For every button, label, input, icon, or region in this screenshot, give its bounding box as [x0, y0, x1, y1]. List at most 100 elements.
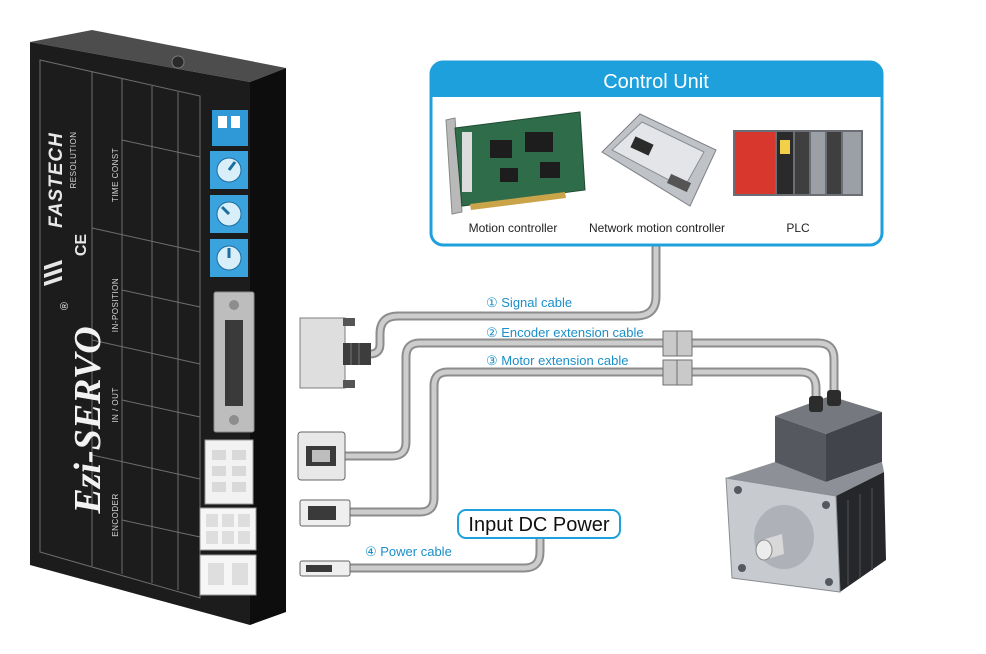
power-port-pin: [232, 563, 248, 585]
panel-label-encoder: ENCODER: [111, 493, 120, 537]
rotary-switch: [210, 151, 248, 189]
motor-cable: [347, 369, 668, 515]
power-cable: [347, 535, 543, 571]
servo-motor-icon: [725, 390, 886, 593]
flange-bolt-hole: [825, 578, 833, 586]
dip-switch-lever: [218, 116, 227, 128]
driver-top-screw: [171, 55, 185, 69]
plc-rack-icon: [733, 130, 863, 196]
ce-mark: CE: [73, 234, 90, 257]
motor-plug-insert: [308, 506, 336, 520]
motion-controller-board-icon: [445, 111, 586, 215]
driver-top-face: [30, 30, 286, 82]
flange-bolt-hole: [738, 564, 746, 572]
motor-port-pin: [206, 531, 218, 544]
plc-io-module: [827, 132, 841, 194]
power-cable-label: ④ Power cable: [365, 544, 452, 559]
logo-slash: [44, 260, 62, 270]
motor-body-top: [726, 462, 884, 496]
rotary-switch-pointer: [220, 205, 231, 216]
power-source-frame: [457, 509, 621, 539]
signal-cable-plug: [299, 317, 371, 389]
signal-port: [213, 291, 255, 433]
driver-label-panel: [39, 59, 201, 599]
signal-port-socket: [225, 320, 243, 406]
motor-port-pin: [222, 531, 234, 544]
panel-row-line: [121, 289, 201, 308]
network-motion-controller-label: Network motion controller: [589, 221, 725, 235]
encoder-housing-side: [826, 412, 882, 482]
plc-led-panel: [780, 140, 790, 154]
driver-front-face: [30, 42, 250, 625]
nmc-chip: [630, 136, 654, 156]
board-chip: [540, 162, 560, 178]
panel-border: [39, 59, 201, 599]
encoder-cable-motor-side: [689, 340, 837, 403]
network-motion-controller-icon: [601, 113, 717, 207]
motor-cable-motor-side: [689, 369, 819, 407]
motor-cable-motor-side-outline: [687, 367, 821, 409]
motor-cable-label: ③ Motor extension cable: [486, 353, 628, 368]
dip-switch-body: [212, 110, 248, 146]
panel-label-in-position: IN-POSITION: [111, 278, 120, 332]
encoder-cable-label: ② Encoder extension cable: [486, 325, 644, 340]
flange-bolt-hole: [822, 501, 830, 509]
signal-plug-hood: [299, 317, 346, 389]
motor-port: [199, 507, 257, 551]
extension-joints: [662, 330, 693, 386]
logo-slash: [44, 268, 62, 278]
plc-power-module: [735, 132, 775, 194]
motor-cable-plug: [299, 499, 351, 527]
panel-label-in-out: IN / OUT: [111, 387, 120, 423]
signal-cable-label: ① Signal cable: [486, 295, 572, 310]
cable-gland: [809, 396, 823, 412]
motor-port-pin: [222, 514, 234, 527]
panel-row-line: [91, 454, 201, 480]
panel-row-line: [121, 139, 201, 158]
encoder-port-pin: [212, 466, 226, 476]
encoder-housing-front: [775, 416, 826, 482]
motor-port-pin: [238, 514, 250, 527]
panel-row-line: [91, 339, 201, 365]
dip-switch: [212, 110, 248, 146]
fastech-logo-icon: [44, 260, 62, 286]
encoder-port-pin: [232, 466, 246, 476]
cables: [340, 241, 839, 573]
power-port-pin: [208, 563, 224, 585]
power-source-label: Input DC Power: [468, 514, 610, 536]
encoder-port-pin: [232, 450, 246, 460]
rotary-switch: [210, 239, 248, 277]
motor-cable-outline: [345, 367, 670, 517]
power-source-box: Input DC Power: [457, 509, 621, 539]
flange-bolt-hole: [734, 486, 742, 494]
encoder-housing-top: [775, 396, 882, 434]
servo-driver: FASTECH CE Ezi-SERVO ® RESOLUTION TIME C…: [30, 30, 286, 625]
power-port: [199, 554, 257, 596]
board-bracket: [445, 117, 463, 215]
signal-plug-boot: [343, 343, 371, 365]
nmc-port: [666, 173, 692, 193]
plc-io-module: [811, 132, 825, 194]
board-chip: [490, 140, 512, 158]
dip-switch-lever: [231, 116, 240, 128]
board-header: [462, 132, 472, 192]
panel-label-time-const: TIME CONST: [111, 148, 120, 202]
signal-plug-screw: [343, 318, 355, 326]
driver-brand: FASTECH: [46, 132, 67, 228]
control-unit-panel: Control Unit Motion controller Network m…: [429, 60, 884, 247]
cable-gland: [827, 390, 841, 406]
board-pcb: [454, 111, 586, 207]
signal-port-screw: [229, 415, 239, 425]
board-chip: [500, 168, 518, 182]
encoder-port: [204, 439, 254, 505]
logo-slash: [44, 276, 62, 286]
motor-shaft-end: [755, 539, 773, 561]
encoder-port-pin: [212, 450, 226, 460]
encoder-cable-plug: [297, 431, 346, 481]
control-unit-title: Control Unit: [603, 71, 709, 93]
driver-model: Ezi-SERVO: [67, 326, 109, 514]
rotary-switch-pointer: [227, 161, 237, 171]
encoder-port-pin: [232, 482, 246, 492]
